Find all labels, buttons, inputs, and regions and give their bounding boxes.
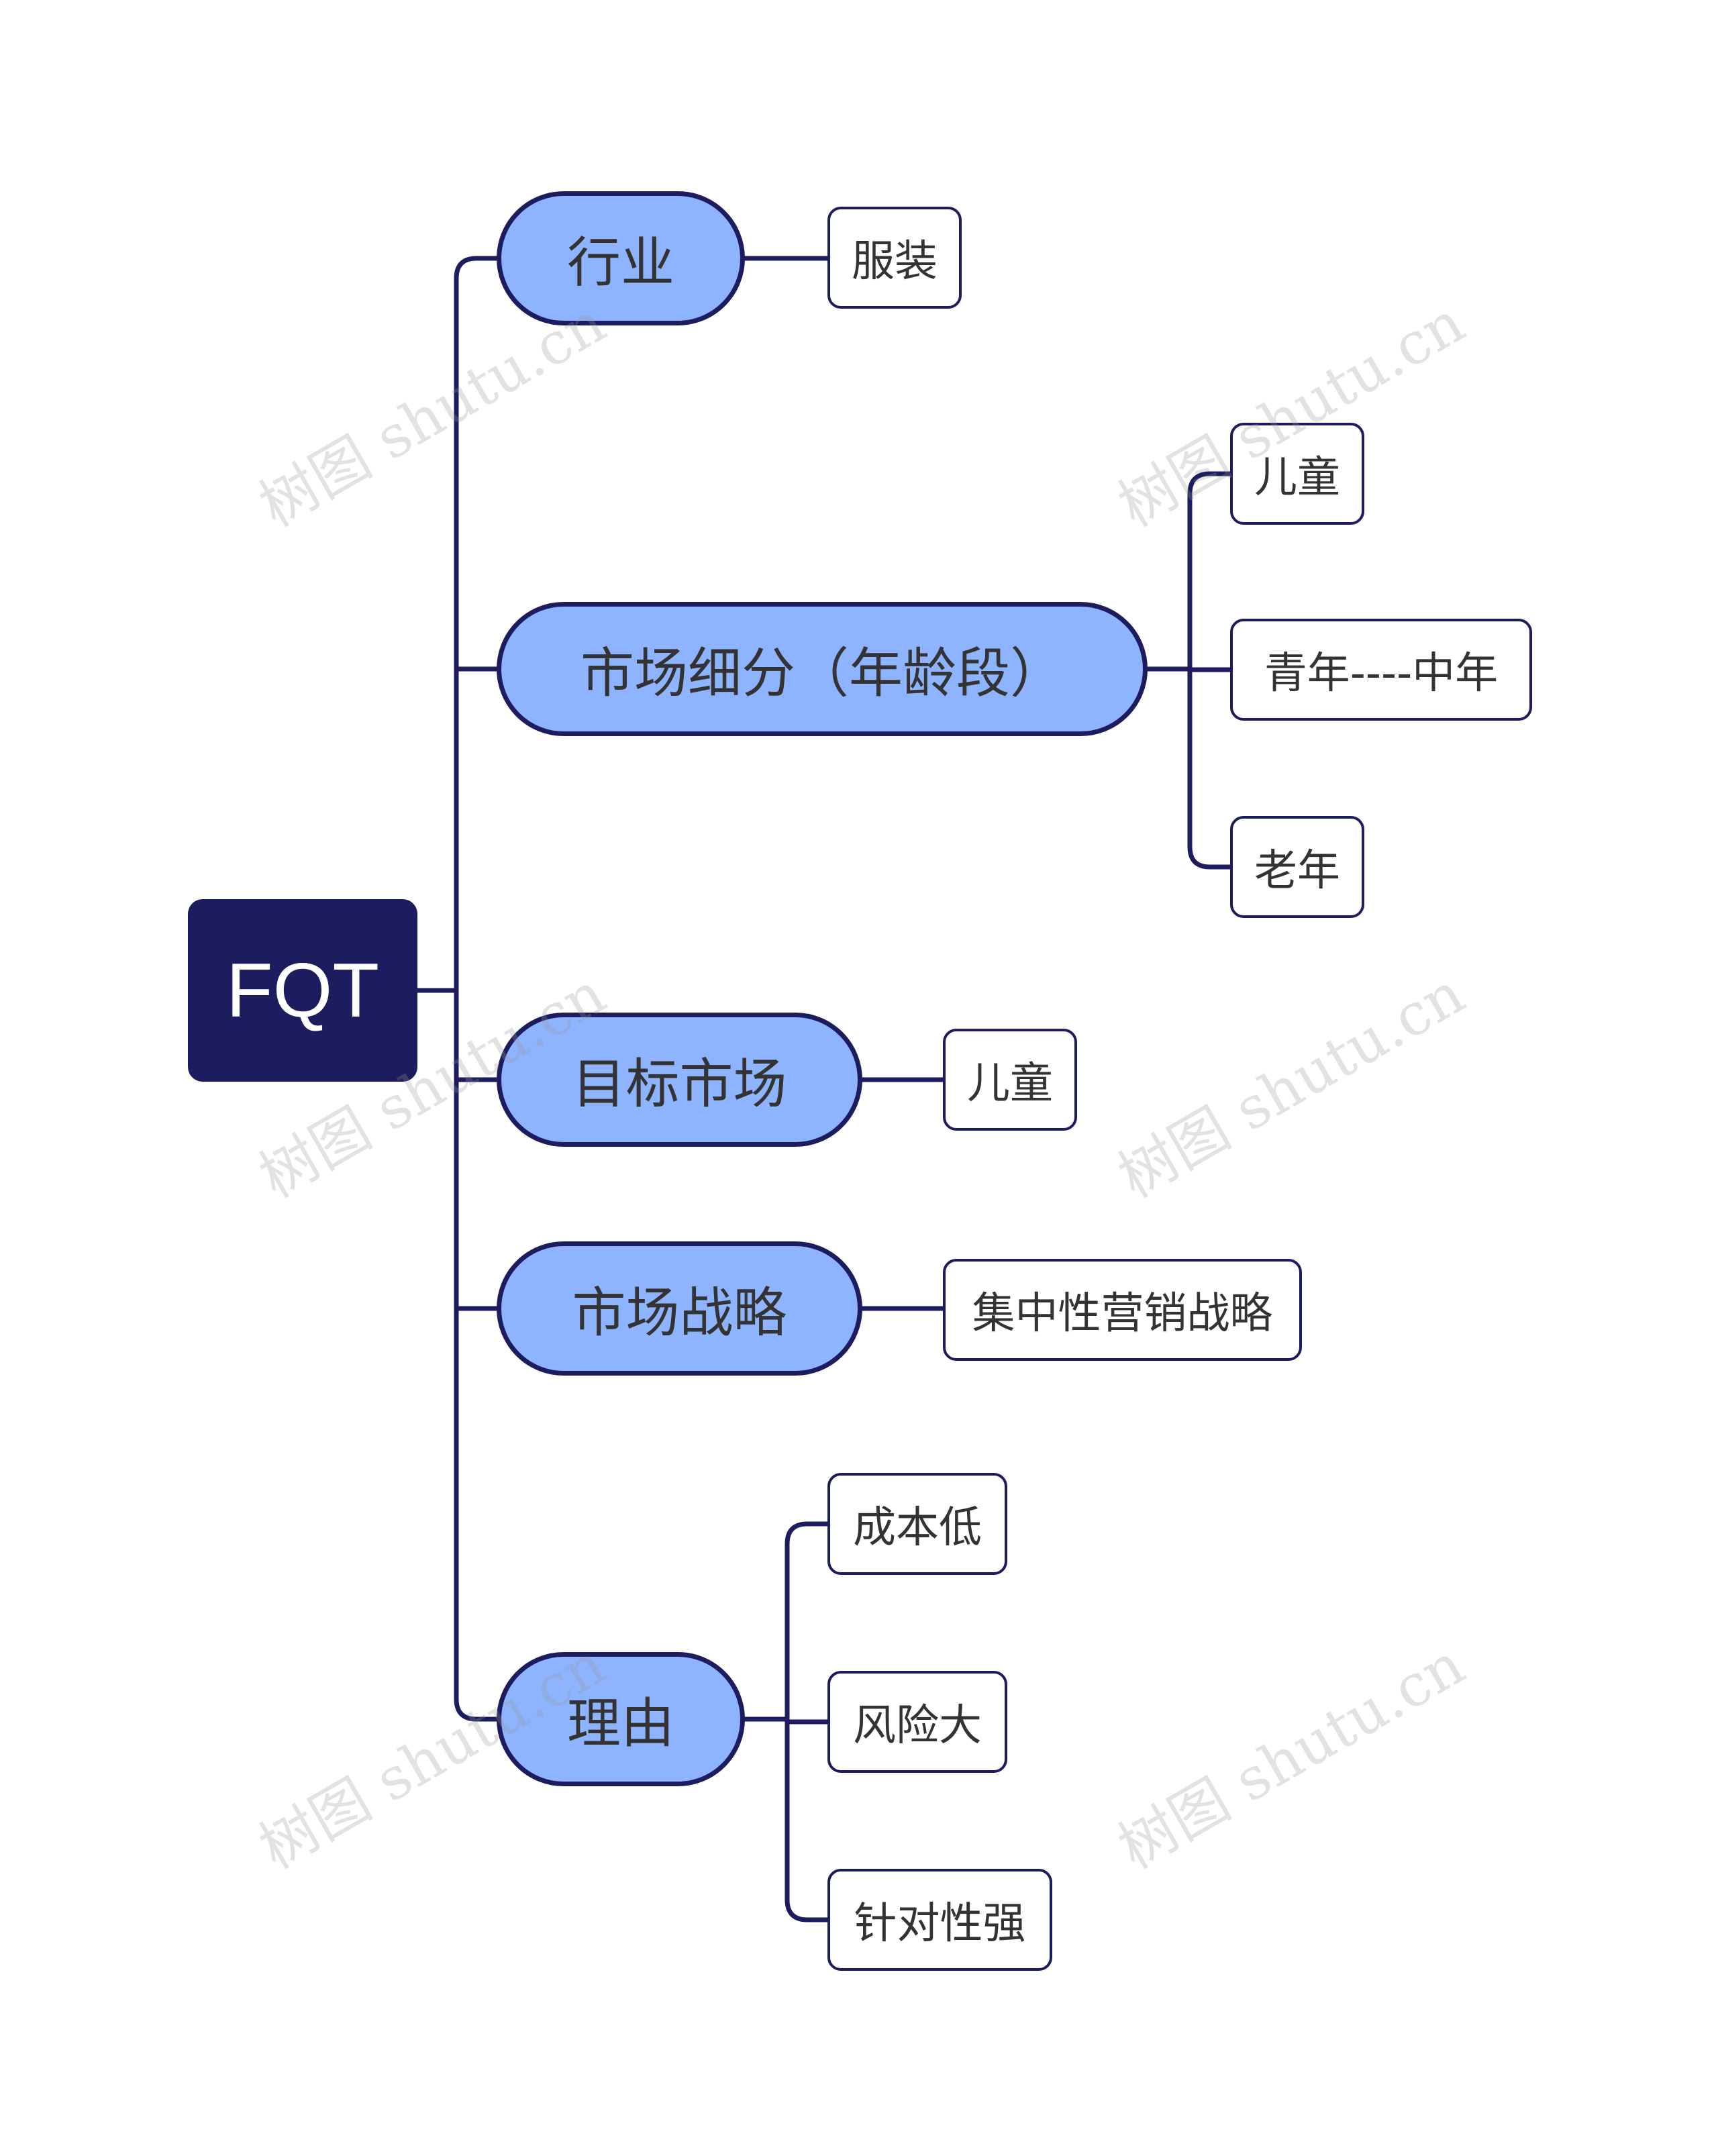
branch-node-reason[interactable]: 理由 bbox=[497, 1652, 745, 1786]
leaf-node-youth-middle-age[interactable]: 青年----中年 bbox=[1230, 619, 1532, 721]
root-node[interactable]: FQT bbox=[188, 899, 417, 1082]
branch-label: 市场战略 bbox=[572, 1282, 787, 1344]
branch-node-market-strategy[interactable]: 市场战略 bbox=[497, 1241, 862, 1376]
leaf-label: 青年----中年 bbox=[1264, 649, 1499, 699]
leaf-label: 老年 bbox=[1254, 846, 1340, 896]
leaf-label: 针对性强 bbox=[854, 1899, 1026, 1949]
leaf-label: 成本低 bbox=[853, 1503, 982, 1553]
branch-label: 理由 bbox=[567, 1692, 674, 1755]
leaf-label: 风险大 bbox=[853, 1701, 982, 1751]
branch-node-industry[interactable]: 行业 bbox=[497, 191, 745, 325]
leaf-node-concentrated-marketing[interactable]: 集中性营销战略 bbox=[943, 1259, 1302, 1361]
branch-label: 目标市场 bbox=[572, 1053, 787, 1115]
leaf-label: 服装 bbox=[852, 237, 938, 287]
leaf-node-children[interactable]: 儿童 bbox=[1230, 423, 1364, 525]
branch-label: 市场细分（年龄段） bbox=[580, 642, 1064, 705]
connector-trunk bbox=[454, 256, 499, 1722]
leaf-label: 集中性营销战略 bbox=[972, 1289, 1273, 1339]
leaf-node-strong-targeting[interactable]: 针对性强 bbox=[827, 1869, 1052, 1971]
leaf-node-children-target[interactable]: 儿童 bbox=[943, 1029, 1077, 1131]
leaf-node-clothing[interactable]: 服装 bbox=[827, 207, 962, 309]
leaf-node-high-risk[interactable]: 风险大 bbox=[827, 1671, 1007, 1773]
branch-node-market-segmentation[interactable]: 市场细分（年龄段） bbox=[497, 602, 1148, 736]
leaf-label: 儿童 bbox=[1254, 453, 1340, 503]
leaf-node-elderly[interactable]: 老年 bbox=[1230, 816, 1364, 918]
leaf-label: 儿童 bbox=[967, 1059, 1053, 1109]
root-label: FQT bbox=[226, 947, 379, 1033]
leaf-node-low-cost[interactable]: 成本低 bbox=[827, 1473, 1007, 1575]
branch-node-target-market[interactable]: 目标市场 bbox=[497, 1013, 862, 1147]
branch-label: 行业 bbox=[567, 232, 674, 294]
